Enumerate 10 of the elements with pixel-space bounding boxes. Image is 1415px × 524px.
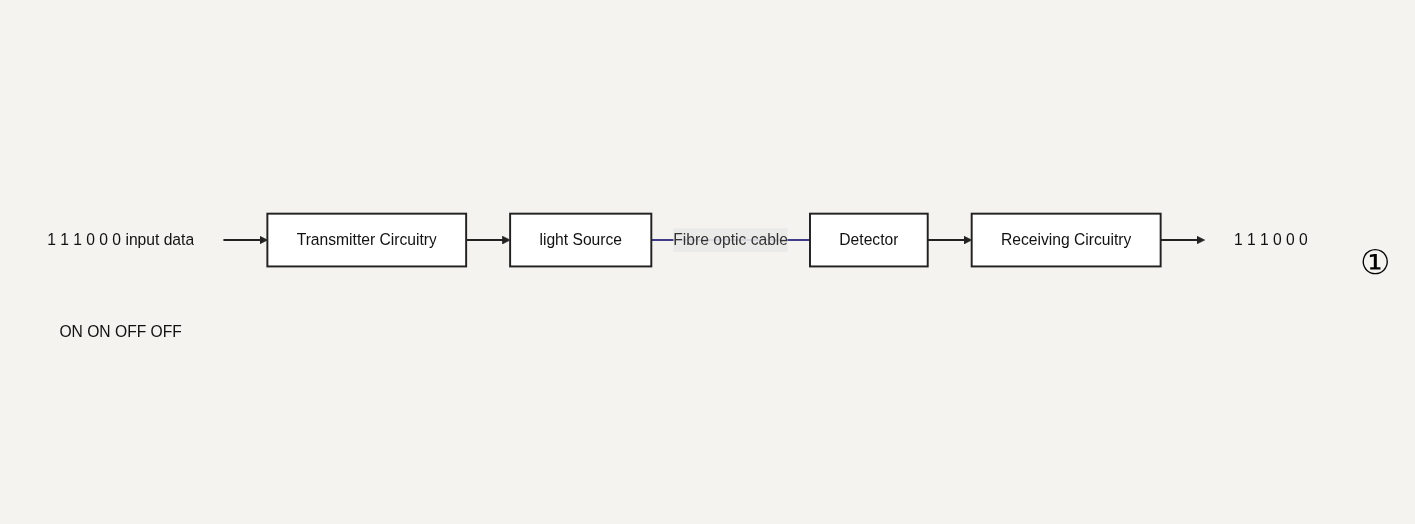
node-label: ON ON OFF OFF	[59, 323, 182, 341]
edge-label: Fibre optic cable	[673, 231, 789, 249]
node-box: light Source	[509, 213, 653, 268]
node-box: Receiving Circuitry	[970, 213, 1162, 268]
node-box: Transmitter Circuitry	[266, 213, 468, 268]
node-label: 1 1 1 0 0 0 input data	[47, 231, 195, 249]
arrow	[222, 236, 268, 245]
node-box: Detector	[809, 213, 929, 268]
node-label: 1 1 1 0 0 0	[1233, 231, 1308, 249]
circled-number: ①	[1359, 242, 1391, 282]
